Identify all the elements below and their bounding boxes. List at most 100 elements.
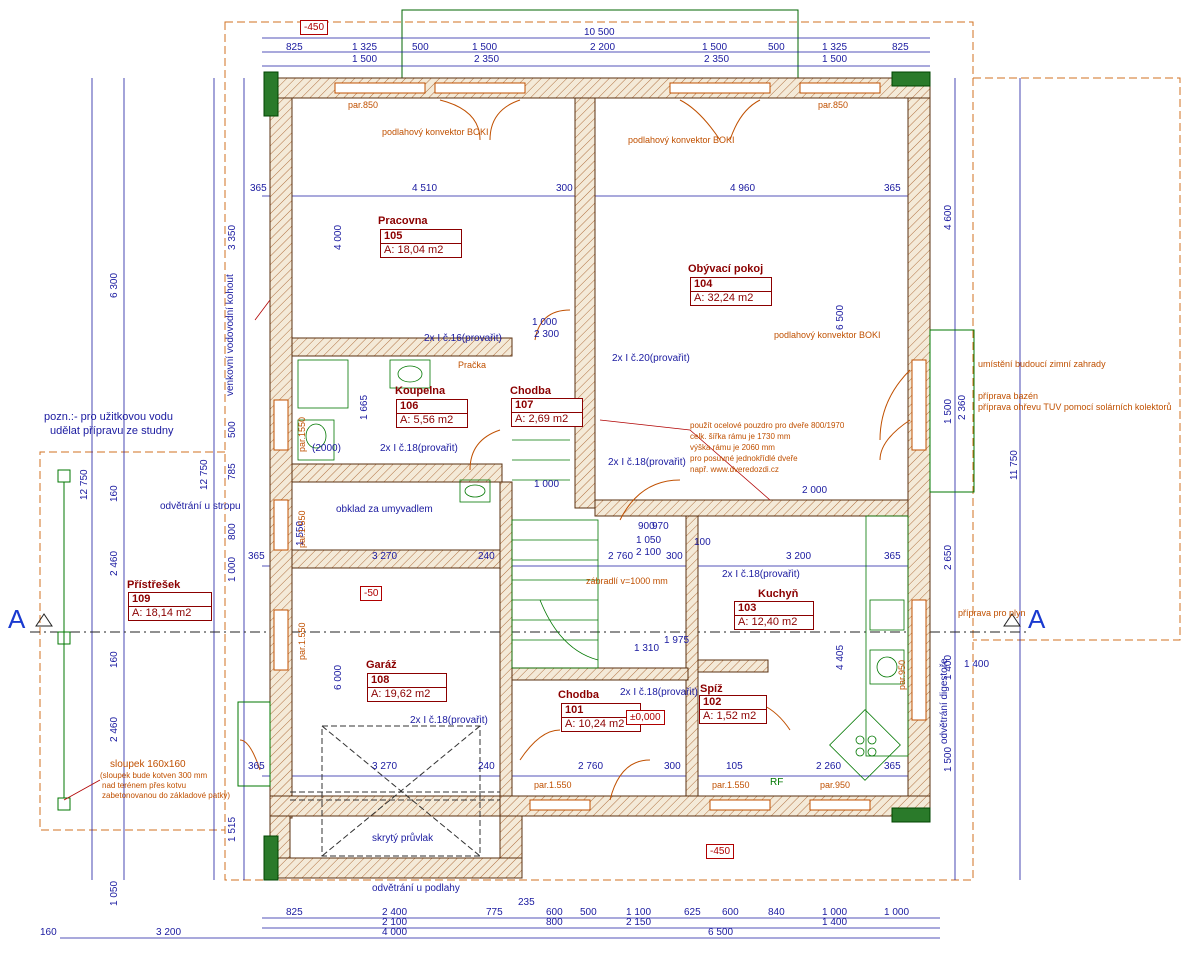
parapet: par.950 bbox=[897, 659, 907, 690]
dim-right: 4 405 bbox=[835, 644, 846, 670]
dim-interior: 365 bbox=[884, 551, 901, 562]
dim-bottom: 1 100 bbox=[626, 907, 652, 918]
dim-bottom: 2 100 bbox=[382, 917, 408, 928]
note-pool: příprava bazén bbox=[978, 391, 1039, 401]
lintel-6: 2x I č.18(provařit) bbox=[620, 687, 698, 698]
room-tag-101: 101 A: 10,24 m2 bbox=[561, 703, 641, 732]
dim-bottom: 235 bbox=[518, 897, 535, 908]
dim-interior: 2 760 bbox=[608, 551, 634, 562]
dim-misc: 2 000 bbox=[802, 485, 828, 496]
level-top: -450 bbox=[300, 20, 329, 35]
room-tag-106: 106 A: 5,56 m2 bbox=[396, 399, 468, 428]
dim-left: 1 515 bbox=[227, 816, 238, 842]
dim-bottom: 1 000 bbox=[822, 907, 848, 918]
note-hidden-beam: skrytý průvlak bbox=[372, 833, 434, 844]
room-name-chodba-107: Chodba bbox=[510, 385, 551, 397]
note-shower-height: (2000) bbox=[312, 443, 341, 454]
dim-interior: 365 bbox=[884, 183, 901, 194]
dim-top: 500 bbox=[412, 42, 429, 53]
dim-interior: 300 bbox=[666, 551, 683, 562]
dim-top: 2 350 bbox=[474, 54, 500, 65]
dim-top: 1 325 bbox=[352, 42, 378, 53]
parapet: par.1.550 bbox=[712, 780, 750, 790]
windows bbox=[273, 82, 927, 811]
leader-lines bbox=[63, 299, 771, 801]
dim-bottom: 840 bbox=[768, 907, 785, 918]
dim-right: 1 500 bbox=[943, 746, 954, 772]
room-area: A: 10,24 m2 bbox=[565, 718, 625, 730]
level-garage: -50 bbox=[360, 586, 383, 601]
note-pocket-2: celk. šířka rámu je 1730 mm bbox=[690, 432, 791, 441]
lintel-7: 2x I č.18(provařit) bbox=[410, 715, 488, 726]
dim-interior: 365 bbox=[884, 761, 901, 772]
room-name-pracovna: Pracovna bbox=[378, 215, 428, 227]
room-tag-104: 104 A: 32,24 m2 bbox=[690, 277, 772, 306]
dim-bottom: 2 150 bbox=[626, 917, 652, 928]
dim-bottom: 825 bbox=[286, 907, 303, 918]
dim-top: 500 bbox=[768, 42, 785, 53]
note-washer: Pračka bbox=[458, 360, 487, 370]
note-post-3: nad terénem přes kotvu bbox=[102, 781, 187, 790]
dim-top: 1 500 bbox=[472, 42, 498, 53]
dim-right: 2 360 bbox=[957, 394, 968, 420]
section-arrow-right bbox=[1003, 613, 1021, 627]
dim-misc: 2 100 bbox=[636, 547, 662, 558]
dim-left: 500 bbox=[227, 421, 238, 438]
level-hall: ±0,000 bbox=[626, 710, 665, 725]
kitchen-fixtures bbox=[829, 515, 909, 781]
room-area: A: 32,24 m2 bbox=[694, 292, 754, 304]
note-vent-floor: odvětrání u podlahy bbox=[372, 883, 460, 894]
parapet: par.1.550 bbox=[297, 622, 307, 660]
bathroom-fixtures bbox=[297, 359, 491, 503]
dim-left: 800 bbox=[227, 523, 238, 540]
room-name-kuchyn: Kuchyň bbox=[758, 588, 799, 600]
section-mark-right: A bbox=[1028, 604, 1046, 634]
dim-misc: 1 000 bbox=[534, 479, 560, 490]
note-convector-3: podlahový konvektor BOKI bbox=[774, 330, 881, 340]
dim-top: 825 bbox=[892, 42, 909, 53]
section-arrow-left bbox=[35, 613, 53, 627]
dim-top: 2 350 bbox=[704, 54, 730, 65]
room-name-koupelna: Koupelna bbox=[395, 385, 446, 397]
entrance-step bbox=[237, 701, 271, 787]
parapet: par.1.550 bbox=[297, 510, 307, 548]
dim-left: 3 350 bbox=[227, 224, 238, 250]
dim-interior: 240 bbox=[478, 551, 495, 562]
room-area: A: 5,56 m2 bbox=[400, 414, 454, 426]
dim-interior: 3 270 bbox=[372, 761, 398, 772]
dim-right: 2 650 bbox=[943, 544, 954, 570]
parapet: par.1550 bbox=[297, 416, 307, 452]
room-name-garaz: Garáž bbox=[366, 659, 397, 671]
room-number: 104 bbox=[691, 278, 771, 292]
parapet: par.850 bbox=[818, 100, 849, 110]
note-pocket-1: použít ocelové pouzdro pro dveře 800/197… bbox=[690, 421, 845, 430]
dim-misc: 1 975 bbox=[664, 635, 690, 646]
dim-interior: 365 bbox=[250, 183, 267, 194]
dim-left: 6 000 bbox=[333, 664, 344, 690]
dim-bottom: 2 400 bbox=[382, 907, 408, 918]
room-tag-107: 107 A: 2,69 m2 bbox=[511, 398, 583, 427]
dim-interior: 365 bbox=[248, 551, 265, 562]
carport-posts bbox=[57, 469, 71, 811]
section-mark-left: A bbox=[8, 604, 26, 634]
dim-left: 160 bbox=[109, 651, 120, 668]
note-rf: RF bbox=[770, 777, 784, 788]
note-convector-2: podlahový konvektor BOKI bbox=[628, 135, 735, 145]
note-pocket-3: výška rámu je 2060 mm bbox=[690, 443, 775, 452]
parapet: par.950 bbox=[820, 780, 851, 790]
dim-interior: 105 bbox=[726, 761, 743, 772]
room-name-obyvaci: Obývací pokoj bbox=[688, 263, 764, 275]
dim-left: 160 bbox=[109, 485, 120, 502]
dim-right: 4 600 bbox=[943, 204, 954, 230]
room-tag-109: 109 A: 18,14 m2 bbox=[128, 592, 212, 621]
dim-right: 11 750 bbox=[1009, 450, 1020, 480]
room-area: A: 18,14 m2 bbox=[132, 607, 192, 619]
dim-left: 1 000 bbox=[227, 556, 238, 582]
note-winter-garden: umístění budoucí zimní zahrady bbox=[978, 359, 1106, 369]
dim-interior: 2 260 bbox=[816, 761, 842, 772]
room-area: A: 18,04 m2 bbox=[384, 244, 444, 256]
dim-top: 1 500 bbox=[822, 54, 848, 65]
note-railing: zábradlí v=1000 mm bbox=[586, 576, 668, 586]
room-tag-102: 102 A: 1,52 m2 bbox=[699, 695, 767, 724]
